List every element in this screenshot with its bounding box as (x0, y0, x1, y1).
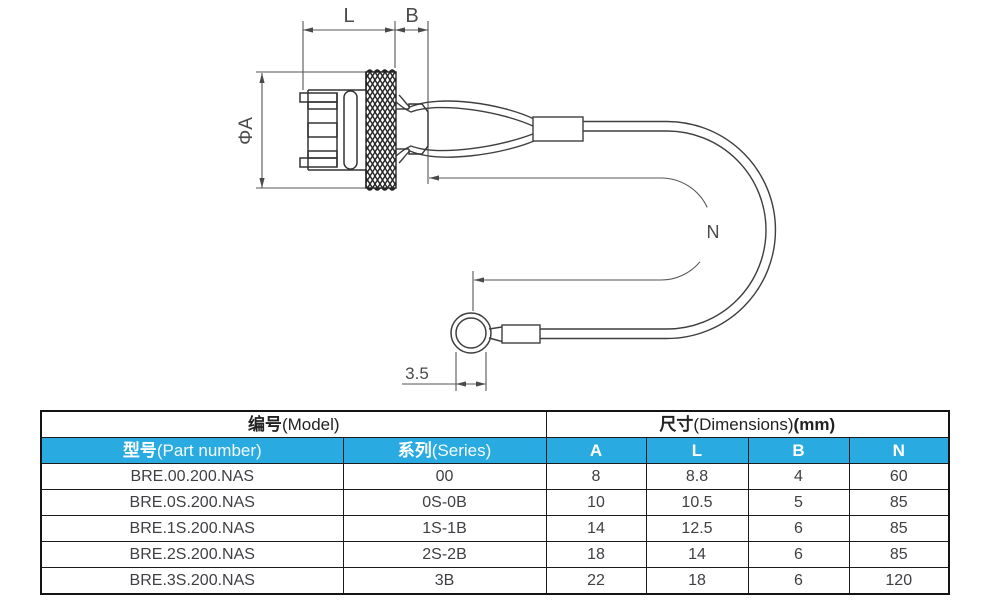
dimension-arrows-3_5 (456, 381, 486, 387)
dim-label-3_5: 3.5 (405, 364, 429, 383)
technical-drawing: L B ΦA (236, 5, 777, 391)
spec-table: 编号(Model) 尺寸(Dimensions)(mm) 型号(Part num… (40, 410, 951, 595)
dim-label-diaA: ΦA (236, 117, 257, 145)
cell-series: 00 (342, 463, 547, 490)
dimension-3_5 (402, 352, 487, 391)
cell-part-number: BRE.3S.200.NAS (40, 567, 344, 595)
cell-A: 8 (545, 463, 647, 490)
cap-outline (299, 72, 367, 188)
table-column-header-row: 型号(Part number) 系列(Series) A L B N (40, 437, 950, 464)
col-header-N: N (848, 437, 950, 464)
cell-N: 60 (848, 463, 950, 490)
cell-N: 85 (848, 489, 950, 516)
knurled-ring (365, 69, 397, 191)
header-model: 编号(Model) (40, 410, 547, 438)
table-row: BRE.3S.200.NAS 3B 22 18 6 120 (40, 567, 950, 595)
cell-part-number: BRE.0S.200.NAS (40, 489, 344, 516)
col-A-label: A (589, 441, 603, 460)
col-series-zh: 系列 (397, 441, 432, 460)
cell-series: 1S-1B (342, 515, 547, 542)
cell-A: 22 (545, 567, 647, 595)
crimp-sleeve (532, 116, 584, 142)
cell-N: 85 (848, 515, 950, 542)
cell-B: 5 (747, 489, 850, 516)
cell-L: 10.5 (645, 489, 749, 516)
dimension-diaA (256, 71, 366, 189)
col-part-en: (Part number) (156, 441, 262, 460)
cell-B: 6 (747, 567, 850, 595)
table-row: BRE.00.200.NAS 00 8 8.8 4 60 (40, 463, 950, 490)
dim-label-N: N (707, 222, 720, 242)
dimension-arrows-LB (303, 27, 428, 33)
table-row: BRE.2S.200.NAS 2S-2B 18 14 6 85 (40, 541, 950, 568)
cell-L: 14 (645, 541, 749, 568)
col-series-en: (Series) (431, 441, 492, 460)
col-header-A: A (545, 437, 647, 464)
col-B-label: B (792, 441, 805, 460)
col-header-B: B (747, 437, 850, 464)
lanyard-loop (395, 94, 535, 164)
ring-terminal (450, 312, 541, 354)
col-header-part-number: 型号(Part number) (40, 437, 344, 464)
cell-A: 10 (545, 489, 647, 516)
cell-series: 3B (342, 567, 547, 595)
cap-nipple (396, 103, 429, 155)
header-dims-en: (Dimensions) (693, 415, 794, 434)
dim-label-B: B (405, 5, 418, 27)
cell-N: 120 (848, 567, 950, 595)
cell-L: 8.8 (645, 463, 749, 490)
table-group-header-row: 编号(Model) 尺寸(Dimensions)(mm) (40, 410, 950, 438)
header-dims-unit: (mm) (793, 415, 836, 434)
cell-A: 18 (545, 541, 647, 568)
header-model-zh: 编号 (247, 415, 282, 434)
dimension-arrows-N (429, 175, 484, 283)
col-header-series: 系列(Series) (342, 437, 547, 464)
header-model-en: (Model) (281, 415, 340, 434)
dimension-N (429, 177, 708, 311)
cell-series: 2S-2B (342, 541, 547, 568)
header-dims-zh: 尺寸 (659, 415, 694, 434)
col-N-label: N (892, 441, 905, 460)
col-L-label: L (691, 441, 703, 460)
lanyard-cable (540, 120, 777, 340)
cell-part-number: BRE.00.200.NAS (40, 463, 344, 490)
cell-L: 18 (645, 567, 749, 595)
cell-A: 14 (545, 515, 647, 542)
cell-B: 6 (747, 515, 850, 542)
table-row: BRE.0S.200.NAS 0S-0B 10 10.5 5 85 (40, 489, 950, 516)
cell-part-number: BRE.2S.200.NAS (40, 541, 344, 568)
cell-series: 0S-0B (342, 489, 547, 516)
col-part-zh: 型号 (122, 441, 157, 460)
cell-L: 12.5 (645, 515, 749, 542)
cell-part-number: BRE.1S.200.NAS (40, 515, 344, 542)
dim-label-L: L (343, 5, 354, 27)
header-dimensions: 尺寸(Dimensions)(mm) (545, 410, 950, 438)
cell-N: 85 (848, 541, 950, 568)
col-header-L: L (645, 437, 749, 464)
table-row: BRE.1S.200.NAS 1S-1B 14 12.5 6 85 (40, 515, 950, 542)
cell-B: 4 (747, 463, 850, 490)
cell-B: 6 (747, 541, 850, 568)
dimension-arrows-diaA (259, 73, 265, 188)
